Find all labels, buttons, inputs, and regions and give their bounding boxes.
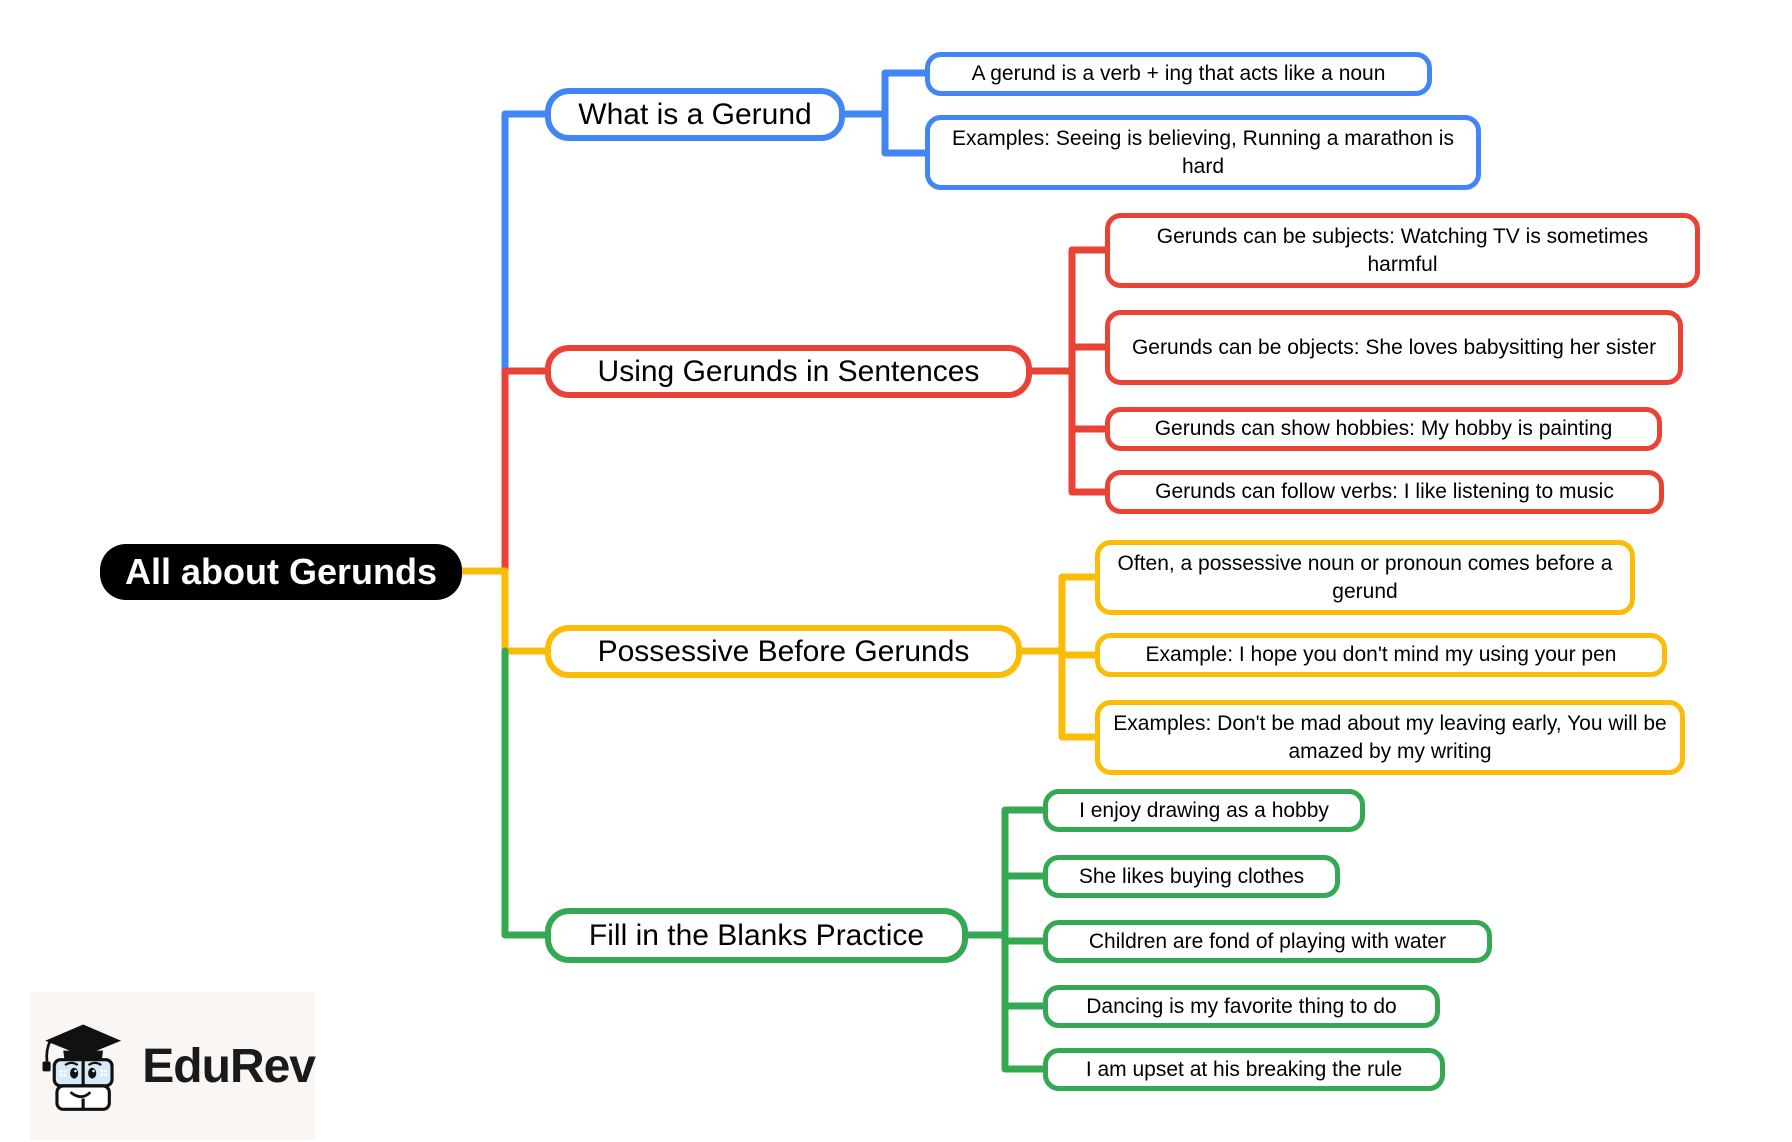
leaf-node: I enjoy drawing as a hobby (1043, 789, 1365, 832)
branch-node-what-is-a-gerund: What is a Gerund (545, 88, 845, 141)
leaf-node: Example: I hope you don't mind my using … (1095, 633, 1667, 677)
edurev-mascot-icon (42, 1024, 122, 1111)
root-node: All about Gerunds (100, 544, 462, 600)
leaf-node: A gerund is a verb + ing that acts like … (925, 52, 1432, 96)
edurev-wordmark: EduRev (142, 1039, 316, 1093)
leaf-node: I am upset at his breaking the rule (1043, 1048, 1445, 1091)
leaf-node: Often, a possessive noun or pronoun come… (1095, 540, 1635, 615)
branch-node-possessive-before-gerunds: Possessive Before Gerunds (545, 625, 1022, 678)
edurev-logo: EduRev (30, 992, 316, 1140)
leaf-node: Gerunds can be objects: She loves babysi… (1105, 310, 1683, 385)
leaf-node: Gerunds can be subjects: Watching TV is … (1105, 213, 1700, 288)
leaf-node: Dancing is my favorite thing to do (1043, 985, 1440, 1028)
branch-node-using-gerunds-in-sentences: Using Gerunds in Sentences (545, 345, 1032, 398)
leaf-node: Examples: Don't be mad about my leaving … (1095, 700, 1685, 775)
leaf-node: She likes buying clothes (1043, 855, 1340, 898)
leaf-node: Gerunds can show hobbies: My hobby is pa… (1105, 407, 1662, 451)
branch-node-fill-in-the-blanks-practice: Fill in the Blanks Practice (545, 908, 968, 963)
leaf-node: Children are fond of playing with water (1043, 920, 1492, 963)
connector-green-branch (501, 647, 1067, 1073)
connector-red-branch (501, 246, 1129, 575)
leaf-node: Examples: Seeing is believing, Running a… (925, 115, 1481, 190)
leaf-node: Gerunds can follow verbs: I like listeni… (1105, 470, 1664, 514)
